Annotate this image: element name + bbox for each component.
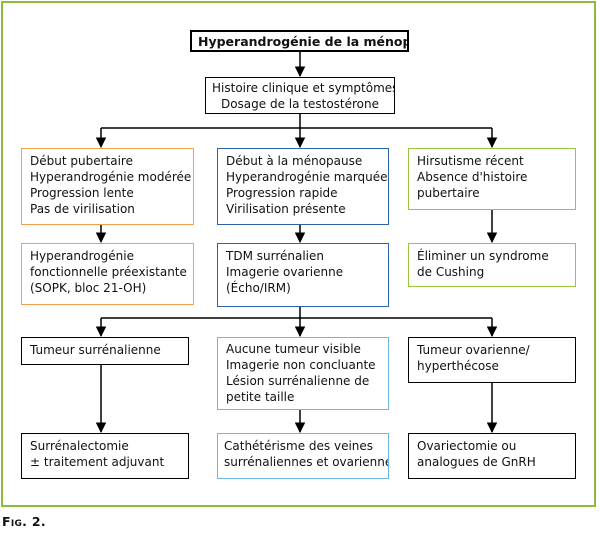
adrenal-tumor-box: Tumeur surrénalienne <box>21 337 189 365</box>
right-profile-box: Hirsutisme récent Absence d'histoire pub… <box>408 148 576 210</box>
assessment-box: Histoire clinique et symptômes Dosage de… <box>205 77 395 114</box>
ovariectomy-box: Ovariectomie ou analogues de GnRH <box>408 433 576 479</box>
diagram-frame <box>1 1 596 507</box>
diagram-title: Hyperandrogénie de la ménopause <box>190 30 409 52</box>
middle-profile-box: Début à la ménopause Hyperandrogénie mar… <box>217 148 389 225</box>
no-tumor-box: Aucune tumeur visible Imagerie non concl… <box>217 337 389 410</box>
left-profile-box: Début pubertaire Hyperandrogénie modérée… <box>21 148 194 225</box>
adrenalectomy-box: Surrénalectomie ± traitement adjuvant <box>21 433 189 479</box>
figure-caption: Fig. 2. <box>2 514 46 529</box>
imaging-box: TDM surrénalien Imagerie ovarienne (Écho… <box>217 243 389 307</box>
right-result-box: Éliminer un syndrome de Cushing <box>408 243 576 287</box>
vein-catheterization-box: Cathétérisme des veines surrénaliennes e… <box>217 433 389 479</box>
left-result-box: Hyperandrogénie fonctionnelle préexistan… <box>21 243 194 305</box>
ovarian-tumor-box: Tumeur ovarienne/ hyperthécose <box>408 337 576 383</box>
